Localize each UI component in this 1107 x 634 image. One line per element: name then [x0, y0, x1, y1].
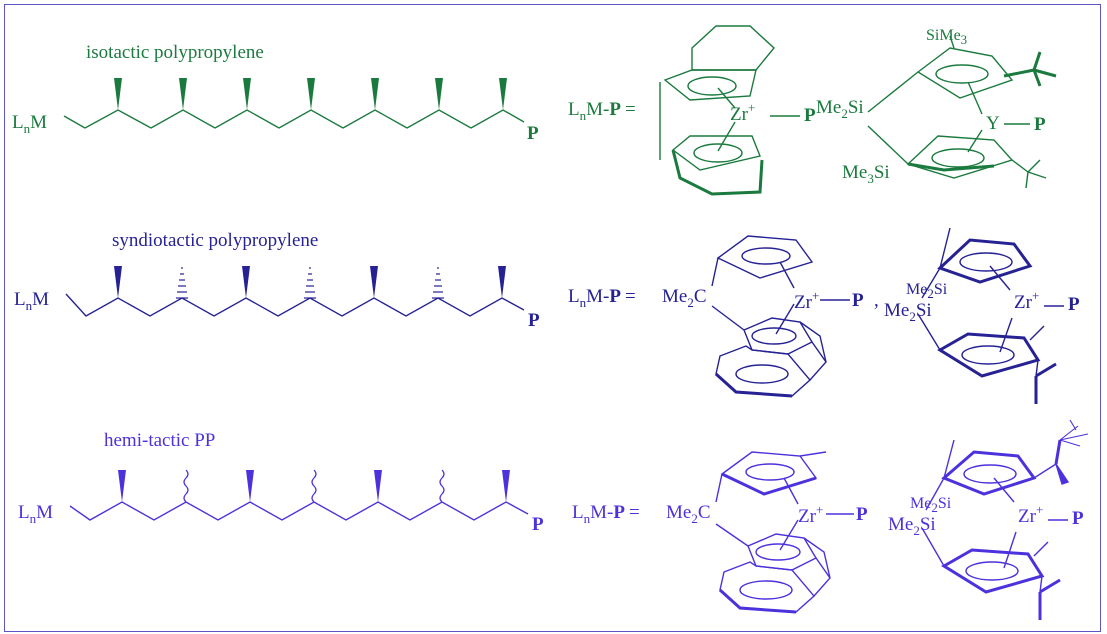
syndiotactic-zr-p-1: P: [852, 290, 864, 311]
syndiotactic-zr-complex-1: [711, 235, 850, 398]
figure-frame: [4, 4, 1101, 632]
hemitactic-wedges: [118, 470, 510, 502]
y-metal-label: Y: [986, 113, 1000, 134]
isotactic-y-complex: SiMe3: [867, 27, 1057, 189]
syndiotactic-me2si-b: Me2Si: [884, 300, 932, 324]
isotactic-row: isotactic polypropylene LnM P LnM-P=: [12, 25, 1057, 196]
isotactic-title: isotactic polypropylene: [86, 42, 264, 63]
syndiotactic-dashes: [175, 267, 445, 299]
syndiotactic-chain-start: LnM: [14, 289, 49, 313]
syndiotactic-chain-end-p: P: [528, 310, 540, 331]
syndiotactic-eq-lhs: LnM-P=: [568, 286, 636, 310]
syndiotactic-zr-p-2: P: [1068, 294, 1080, 315]
hemitactic-chain-end-p: P: [532, 514, 544, 535]
hemitactic-zr-p-1: P: [856, 504, 868, 525]
hemitactic-zr-label-1: Zr+: [798, 502, 823, 527]
y-p-label: P: [1034, 114, 1046, 135]
syndiotactic-zr-complex-2: [917, 227, 1064, 404]
syndiotactic-zr-label-1: Zr+: [794, 288, 819, 313]
syndiotactic-backbone: [65, 293, 525, 317]
hemitactic-backbone: [69, 501, 529, 521]
hemitactic-me2si-b: Me2Si: [888, 514, 936, 538]
syndiotactic-row: syndiotactic polypropylene LnM P LnM-P= …: [14, 227, 1080, 404]
isotactic-backbone: [63, 109, 525, 129]
hemitactic-zr-complex-2: [921, 419, 1089, 620]
isotactic-chain-start: LnM: [12, 112, 47, 136]
hemitactic-eq-lhs: LnM-P=: [572, 502, 640, 526]
isotactic-methyl-wedges: [114, 78, 507, 110]
syndiotactic-comma: ,: [874, 290, 879, 311]
syndiotactic-me2c: Me2C: [662, 286, 707, 310]
syndiotactic-zr-label-2: Zr+: [1014, 288, 1039, 313]
hemitactic-me2si-a: Me2Si: [910, 495, 952, 515]
hemitactic-chain-start: LnM: [18, 502, 53, 526]
isotactic-zr-complex-1: [659, 25, 800, 196]
me2si-label: Me2Si: [816, 97, 864, 121]
isotactic-chain-end-p: P: [527, 123, 539, 144]
hemitactic-me2c: Me2C: [666, 502, 711, 526]
syndiotactic-wedges: [114, 266, 506, 298]
hemitactic-zr-complex-1: [715, 451, 854, 614]
syndiotactic-title: syndiotactic polypropylene: [112, 230, 318, 251]
syndiotactic-me2si-a: Me2Si: [906, 281, 948, 301]
hemitactic-wavy-bonds: [183, 469, 445, 503]
sime3-label: SiMe3: [926, 27, 967, 47]
hemitactic-row: hemi-tactic PP LnM P LnM-P= Me2C: [18, 419, 1089, 620]
isotactic-eq-lhs: LnM-P=: [568, 99, 636, 123]
isotactic-zr-label-1: Zr+: [730, 100, 755, 125]
me3si-label: Me3Si: [842, 162, 890, 186]
isotactic-zr-p-1: P: [804, 105, 816, 126]
hemitactic-zr-label-2: Zr+: [1018, 502, 1043, 527]
hemitactic-zr-p-2: P: [1072, 508, 1084, 529]
hemitactic-title: hemi-tactic PP: [104, 430, 215, 451]
